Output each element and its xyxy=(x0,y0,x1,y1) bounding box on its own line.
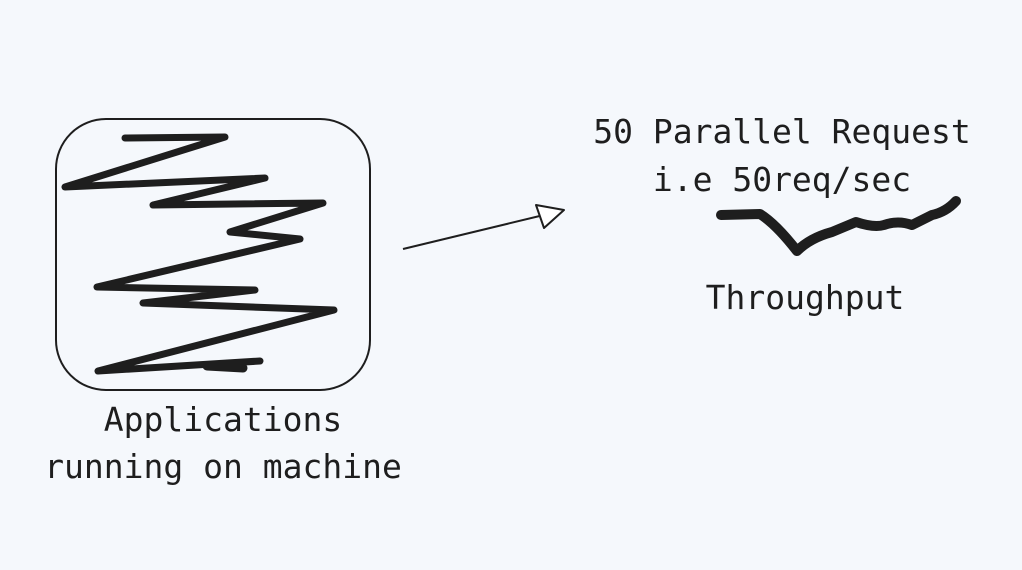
arrow-right-icon[interactable] xyxy=(402,204,565,250)
request-label-line-2: i.e 50req/sec xyxy=(652,160,912,199)
scribble-zigzag-icon xyxy=(61,133,338,375)
machine-box[interactable] xyxy=(55,118,371,391)
applications-label: Applications running on machine xyxy=(20,397,426,491)
applications-label-line-2: running on machine xyxy=(44,447,402,486)
applications-label-line-1: Applications xyxy=(103,400,343,439)
request-label: 50 Parallel Request i.e 50req/sec xyxy=(560,109,1004,205)
throughput-label: Throughput xyxy=(705,278,905,317)
squiggle-line-icon xyxy=(716,196,961,256)
request-label-line-1: 50 Parallel Request xyxy=(593,112,971,151)
